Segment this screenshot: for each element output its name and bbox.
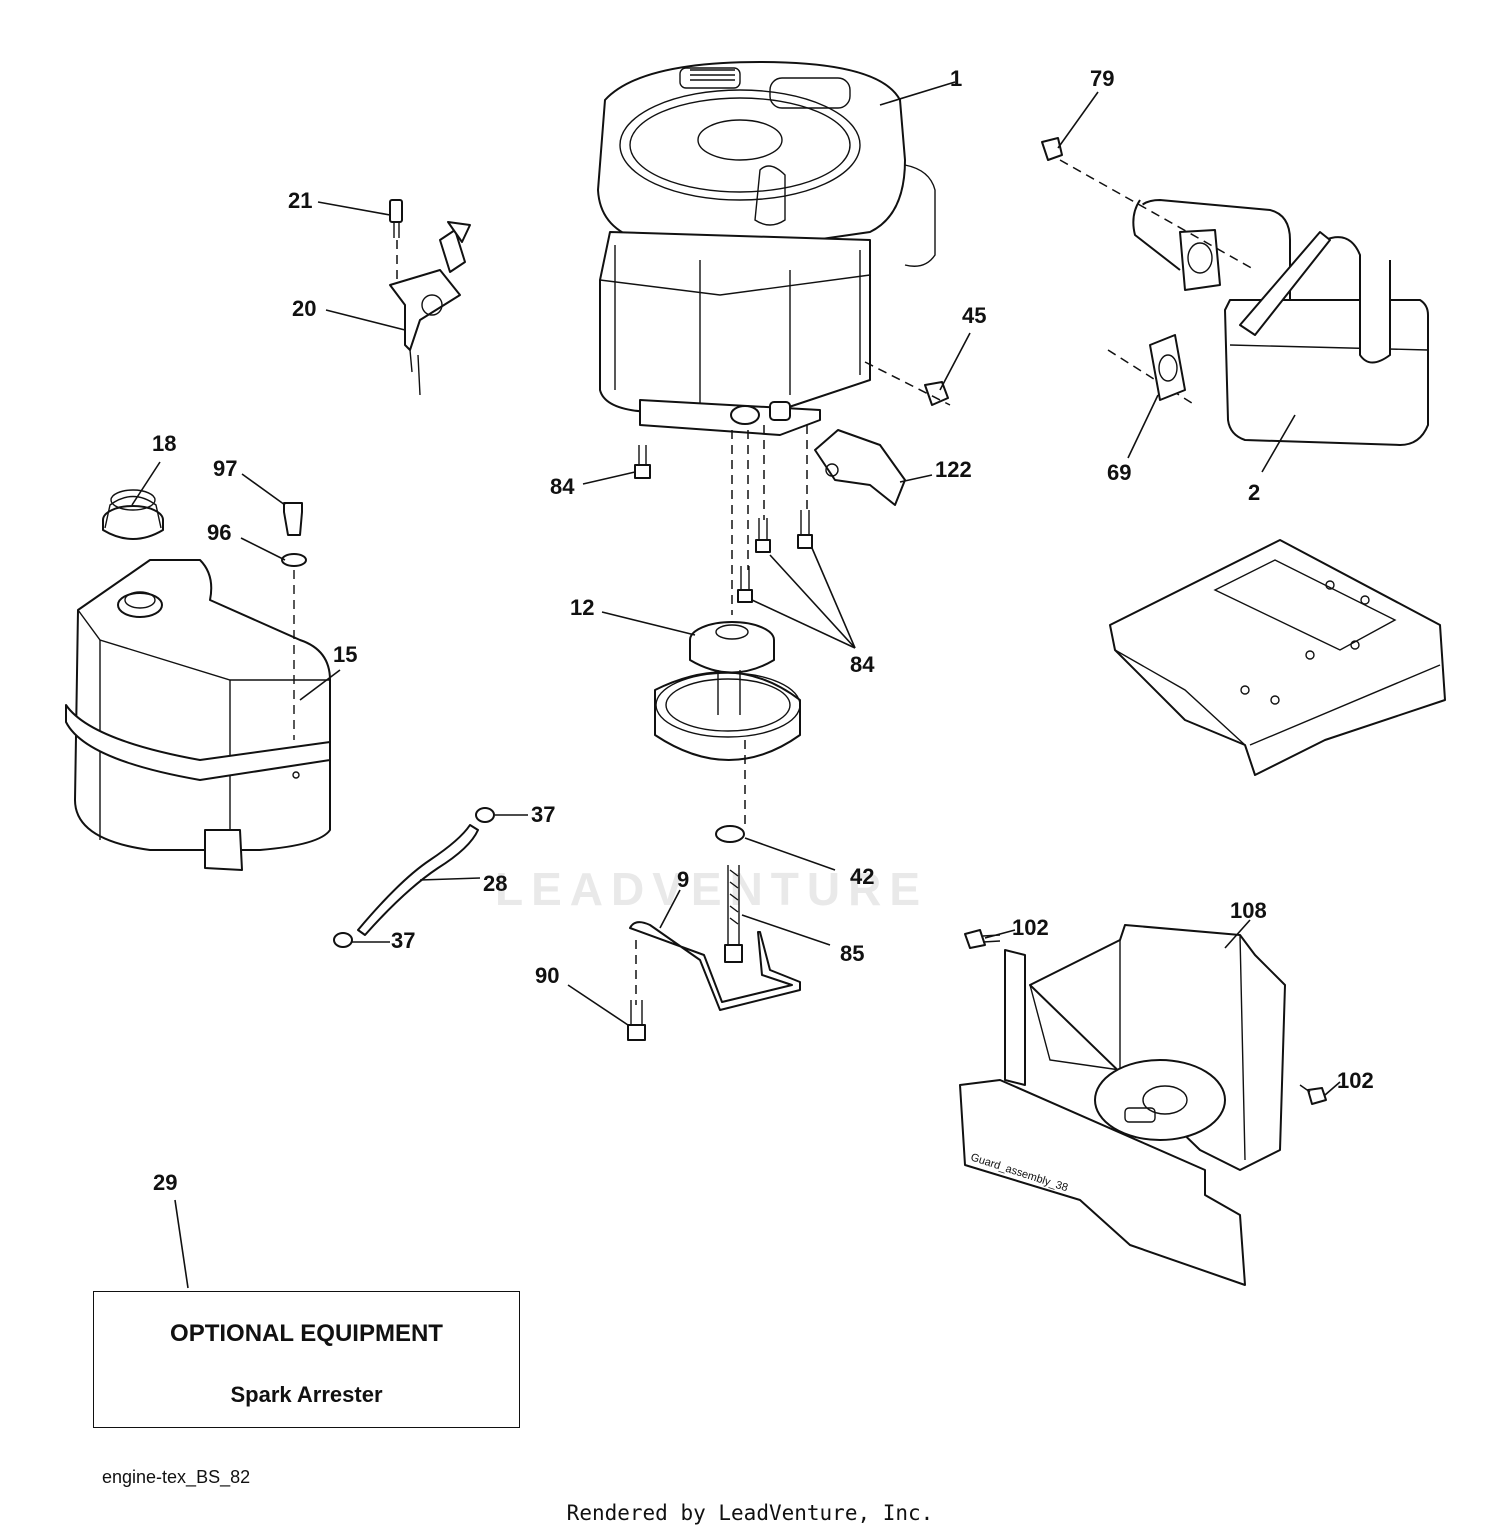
callout-102b: 102 [1337,1068,1374,1093]
muffler-illustration [1041,137,1429,446]
callout-90: 90 [535,963,559,988]
callout-85: 85 [840,941,864,966]
callout-96: 96 [207,520,231,545]
fuel-tank-illustration [65,489,331,871]
callout-20: 20 [292,296,316,321]
callout-37: 37 [531,802,555,827]
callout-84b: 84 [850,652,875,677]
drawing-code: engine-tex_BS_82 [102,1467,251,1487]
lower-hardware [627,740,801,1041]
callout-18: 18 [152,431,176,456]
fuel-line-illustration [333,807,495,948]
callout-1: 1 [950,66,962,91]
callout-labels: 1 79 21 20 45 2 69 18 97 96 15 84 122 12… [152,66,1374,1195]
callout-45: 45 [962,303,986,328]
callout-28: 28 [483,871,507,896]
callout-2: 2 [1248,480,1260,505]
engine-illustration [597,61,936,436]
callout-69: 69 [1107,460,1131,485]
callout-79: 79 [1090,66,1114,91]
leader-lines [131,81,1341,1289]
callout-37b: 37 [391,928,415,953]
callout-12: 12 [570,595,594,620]
pulley-illustration [654,621,801,761]
callout-9: 9 [677,867,689,892]
callout-108: 108 [1230,898,1267,923]
nut-45 [924,381,949,406]
callout-15: 15 [333,642,357,667]
render-credit: Rendered by LeadVenture, Inc. [566,1501,934,1525]
callout-29: 29 [153,1170,177,1195]
guard-assembly-illustration: Guard_assembly_38 [959,924,1327,1286]
watermark: LEADVENTURE [495,863,928,915]
callout-97: 97 [213,456,237,481]
callout-84: 84 [550,474,575,499]
throttle-control-illustration [389,199,471,396]
callout-42: 42 [850,864,874,889]
callout-21: 21 [288,188,312,213]
engine-mount-plate [1109,539,1446,776]
optional-equipment-box: OPTIONAL EQUIPMENT Spark Arrester [93,1291,520,1428]
optional-equipment-title: OPTIONAL EQUIPMENT [170,1320,443,1347]
callout-122: 122 [935,457,972,482]
spark-arrester-label: Spark Arrester [230,1382,383,1407]
engine-bolts [634,425,906,615]
callout-102: 102 [1012,915,1049,940]
